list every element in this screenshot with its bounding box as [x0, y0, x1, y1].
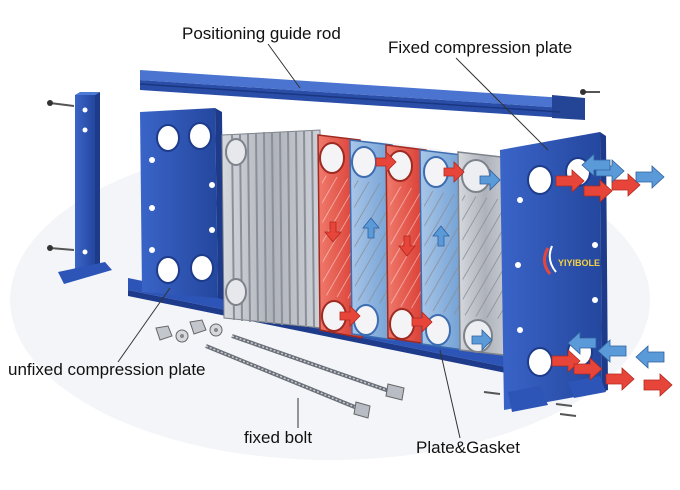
- support-column: [47, 92, 112, 284]
- label-positioning-guide-rod: Positioning guide rod: [182, 24, 341, 43]
- outlet-arrows-top: [555, 153, 665, 203]
- label-fixed-bolt: fixed bolt: [244, 428, 313, 447]
- label-plate-gasket: Plate&Gasket: [416, 438, 520, 457]
- unfixed-compression-plate: [140, 108, 224, 300]
- plate-pack: [221, 129, 323, 329]
- plate-cold-2: [419, 149, 465, 351]
- plate-hot-2: [385, 144, 429, 345]
- plate-cold-1: [349, 139, 395, 341]
- leader-lines: [117, 43, 549, 439]
- label-fixed-compression-plate: Fixed compression plate: [388, 38, 573, 57]
- guide-rod-screw: [580, 89, 600, 95]
- inlet-arrows-bottom: [551, 331, 673, 397]
- svg-text:YIYIBOLE: YIYIBOLE: [558, 258, 600, 268]
- brand-logo: YIYIBOLE: [543, 245, 600, 275]
- positioning-guide-rod: [139, 70, 585, 120]
- fixed-plate-screws: [483, 391, 577, 417]
- label-unfixed-compression-plate: unfixed compression plate: [8, 360, 206, 379]
- cold-flow-arrows: [362, 169, 501, 351]
- bolt-nuts: [155, 319, 223, 343]
- hot-flow-arrows: [324, 151, 465, 333]
- fixed-bolts: [205, 334, 405, 419]
